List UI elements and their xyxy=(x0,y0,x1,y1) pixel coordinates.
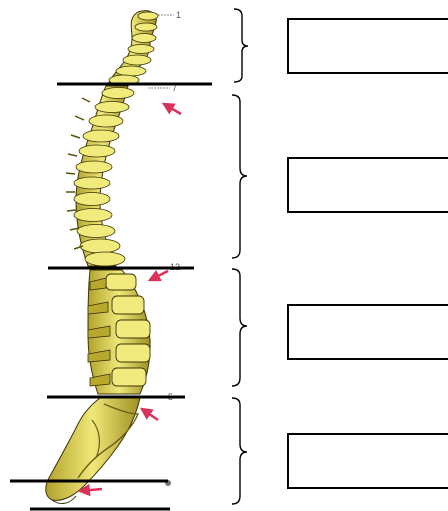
lumbar-vertebrae xyxy=(88,270,150,394)
arrow-coccyx xyxy=(80,489,102,491)
label-box-thoracic[interactable] xyxy=(287,157,448,213)
arrow-lumbar xyxy=(150,271,168,280)
bracket-cervical xyxy=(234,9,248,82)
label-box-lumbar[interactable] xyxy=(287,304,448,360)
bracket-lumbar xyxy=(232,269,247,386)
arrow-sacral xyxy=(142,409,158,420)
arrow-thoracic xyxy=(164,104,181,114)
region-brackets xyxy=(232,9,248,504)
thoracic-vertebrae xyxy=(66,86,134,266)
vertebra-markers: 1 7 12 5 xyxy=(148,10,181,486)
label-box-cervical[interactable] xyxy=(287,18,448,74)
cervical-vertebrae xyxy=(108,11,158,85)
marker-top: 1 xyxy=(176,10,181,20)
sacrum-coccyx xyxy=(46,398,140,503)
bracket-sacral xyxy=(232,398,247,504)
label-box-sacral[interactable] xyxy=(287,433,448,489)
bracket-thoracic xyxy=(232,95,247,258)
